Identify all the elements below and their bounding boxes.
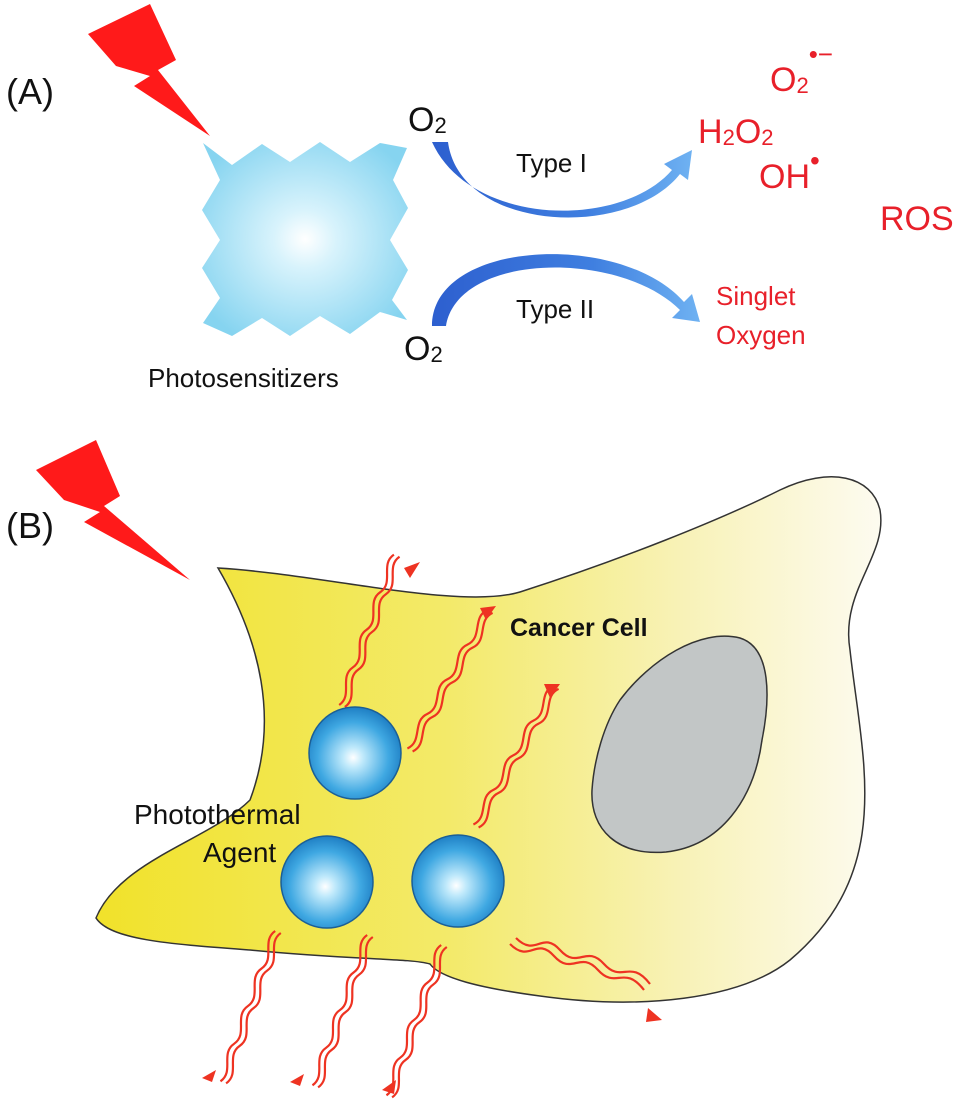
wavy-heat-arrow-icon [515,937,651,985]
photothermal-agent-sphere [308,706,402,800]
singlet-oxygen-line2: Oxygen [716,320,806,350]
type-1-label: Type I [516,148,587,178]
singlet-oxygen-line1: Singlet [716,281,796,311]
photosensitizer-label: Photosensitizers [148,363,339,393]
photothermal-agent-label-line2: Agent [203,837,276,868]
ros-label: ROS [880,200,954,238]
cancer-cell-label: Cancer Cell [510,614,648,642]
o2-top: O2 [408,101,447,139]
photothermal-agent-sphere [280,835,374,929]
wavy-heat-arrow-icon [382,942,451,1099]
wavy-heat-arrow-icon [509,943,645,991]
photothermal-agent-label-line1: Photothermal [134,799,301,830]
panel-a-label: (A) [6,71,54,112]
hydroxyl-label: OH• [759,145,820,196]
lightning-bolt-icon [36,440,190,580]
panel-b-label: (B) [6,505,54,546]
lightning-bolt-icon [88,4,210,136]
photothermal-agent-sphere [411,834,505,928]
cancer-cell [95,476,882,1003]
type-2-label: Type II [516,294,594,324]
photosensitizer-shape [202,142,408,336]
o2-bottom: O2 [404,330,443,368]
wavy-heat-arrow-icon [216,928,285,1086]
type-2-arrow [432,254,700,326]
superoxide-label: O2•− [770,39,833,99]
heat-arrowheads [202,562,662,1094]
nucleus [591,635,768,854]
hydrogen-peroxide-label: H2O2 [698,113,774,151]
heat-waves [216,552,651,1099]
